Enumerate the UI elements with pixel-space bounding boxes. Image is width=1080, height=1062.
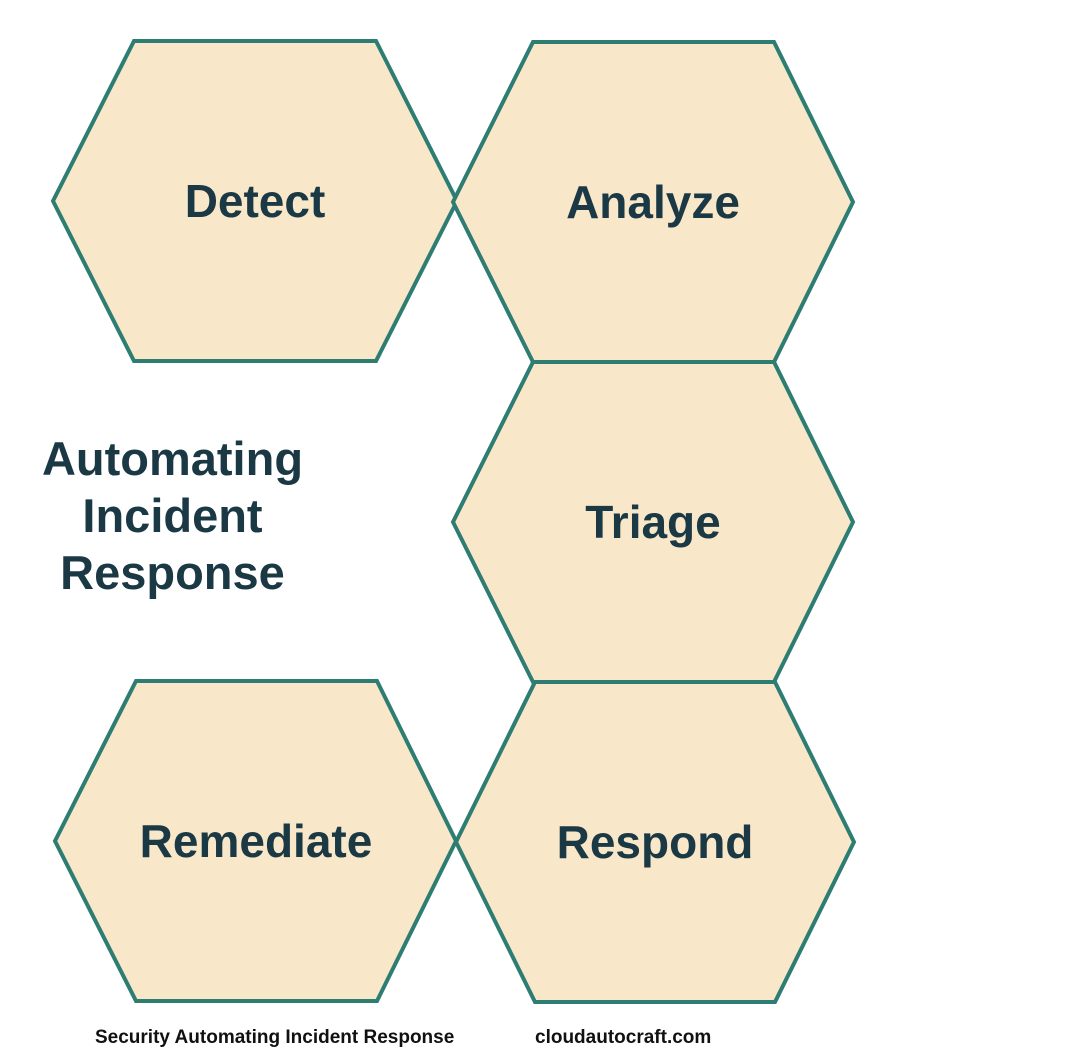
hexagon-analyze: Analyze	[450, 40, 856, 364]
hexagon-remediate: Remediate	[52, 679, 459, 1003]
page-title-line-3: Response	[60, 546, 285, 599]
hexagon-detect-shape	[50, 39, 460, 363]
hexagon-respond-shape	[453, 680, 857, 1004]
page-title: Automating Incident Response	[30, 430, 315, 601]
hexagon-analyze-label: Analyze	[566, 176, 740, 228]
hexagon-detect: Detect	[50, 39, 460, 363]
page-title-line-2: Incident	[82, 489, 263, 542]
hexagon-detect-label: Detect	[185, 175, 326, 227]
hexagon-respond: Respond	[453, 680, 857, 1004]
footer-caption: Security Automating Incident Response	[95, 1027, 455, 1048]
hexagon-triage: Triage	[450, 360, 856, 684]
page-title-line-1: Automating	[41, 432, 304, 485]
hexagon-triage-label: Triage	[585, 496, 721, 548]
hexagon-remediate-label: Remediate	[140, 815, 373, 867]
footer-website: cloudautocraft.com	[535, 1027, 712, 1048]
hexagon-respond-label: Respond	[557, 816, 754, 868]
hexagon-remediate-shape	[52, 679, 459, 1003]
